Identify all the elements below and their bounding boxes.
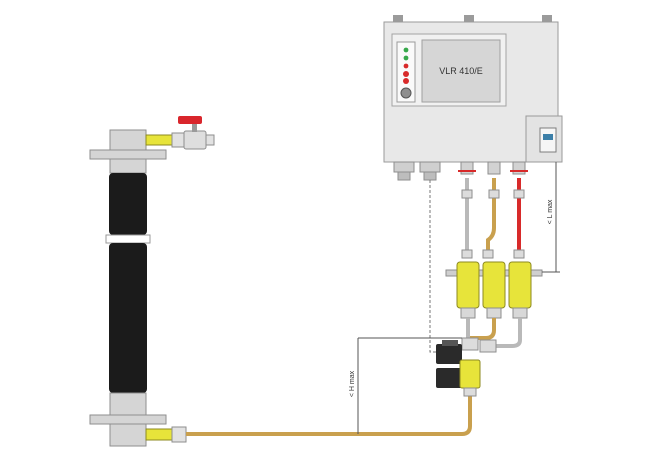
top-neck	[109, 129, 147, 151]
manifold-valve	[482, 261, 506, 309]
device-screen	[421, 39, 501, 103]
solenoid-body	[459, 359, 481, 389]
manifold	[445, 261, 543, 348]
bottom-stub	[109, 392, 147, 416]
solenoid-coil	[436, 368, 462, 388]
gold-pipe-loop	[470, 318, 496, 340]
solenoid-coil	[436, 344, 462, 364]
valve-handle	[178, 116, 202, 124]
controller-unit: VLR 410/E	[383, 15, 563, 181]
top-nut	[171, 132, 185, 148]
pipe-nut	[513, 189, 525, 199]
bottom-nut	[171, 426, 187, 443]
valve-cap	[460, 307, 476, 319]
device-label: VLR 410/E	[439, 66, 483, 76]
side-module-display	[543, 134, 553, 140]
gold-pipe-center	[486, 178, 496, 258]
led-red	[403, 71, 409, 77]
pipe-nut	[461, 189, 473, 199]
valve-stem	[192, 123, 197, 132]
port-fitting	[512, 161, 526, 175]
valve-cap	[512, 307, 528, 319]
housing-bolt	[542, 15, 552, 22]
l-max-label: < L max	[547, 199, 554, 224]
top-fitting	[145, 134, 173, 146]
pipe-nut	[482, 249, 494, 259]
column-body-lower	[109, 243, 147, 393]
connection-pipes	[461, 178, 525, 259]
tee-fitting-right	[479, 339, 497, 353]
led-red	[403, 63, 409, 69]
grey-elbow	[496, 339, 522, 348]
top-flange	[89, 149, 167, 160]
level-column	[89, 129, 167, 447]
tee-fitting	[461, 337, 479, 351]
bottom-flange	[89, 414, 167, 425]
pipe-nut	[488, 189, 500, 199]
valve-body	[183, 130, 207, 150]
cable-gland	[419, 161, 441, 173]
cable-gland-tip	[397, 171, 411, 181]
led-red	[403, 78, 409, 84]
column-body-upper	[109, 173, 147, 235]
gold-pipe-bottom	[186, 392, 472, 436]
solenoid-outlet	[463, 387, 477, 397]
bottom-neck	[109, 423, 147, 447]
cable-gland-tip	[423, 171, 437, 181]
led-green	[403, 55, 409, 61]
dimension-lines: < L max < H max	[349, 162, 560, 434]
column-band	[105, 234, 151, 244]
top-stub	[109, 158, 147, 174]
bottom-fitting	[145, 428, 173, 441]
adjust-knob[interactable]	[400, 87, 412, 99]
manifold-valve	[508, 261, 532, 309]
bottom-connection	[145, 392, 472, 443]
led-green	[403, 47, 409, 53]
housing-bolt	[393, 15, 403, 22]
h-max-label: < H max	[349, 370, 356, 397]
solenoid-valve	[436, 337, 497, 397]
solenoid-coil-top	[442, 340, 458, 346]
manifold-valve	[456, 261, 480, 309]
vent-valve-assembly	[145, 116, 215, 150]
port-fitting	[460, 161, 474, 175]
port-fitting	[487, 161, 501, 175]
signal-cable	[429, 180, 436, 353]
cable-gland	[393, 161, 415, 173]
pipe-nut	[513, 249, 525, 259]
valve-cap	[486, 307, 502, 319]
housing-bolt	[464, 15, 474, 22]
pipe-nut	[461, 249, 473, 259]
valve-outlet	[205, 134, 215, 146]
